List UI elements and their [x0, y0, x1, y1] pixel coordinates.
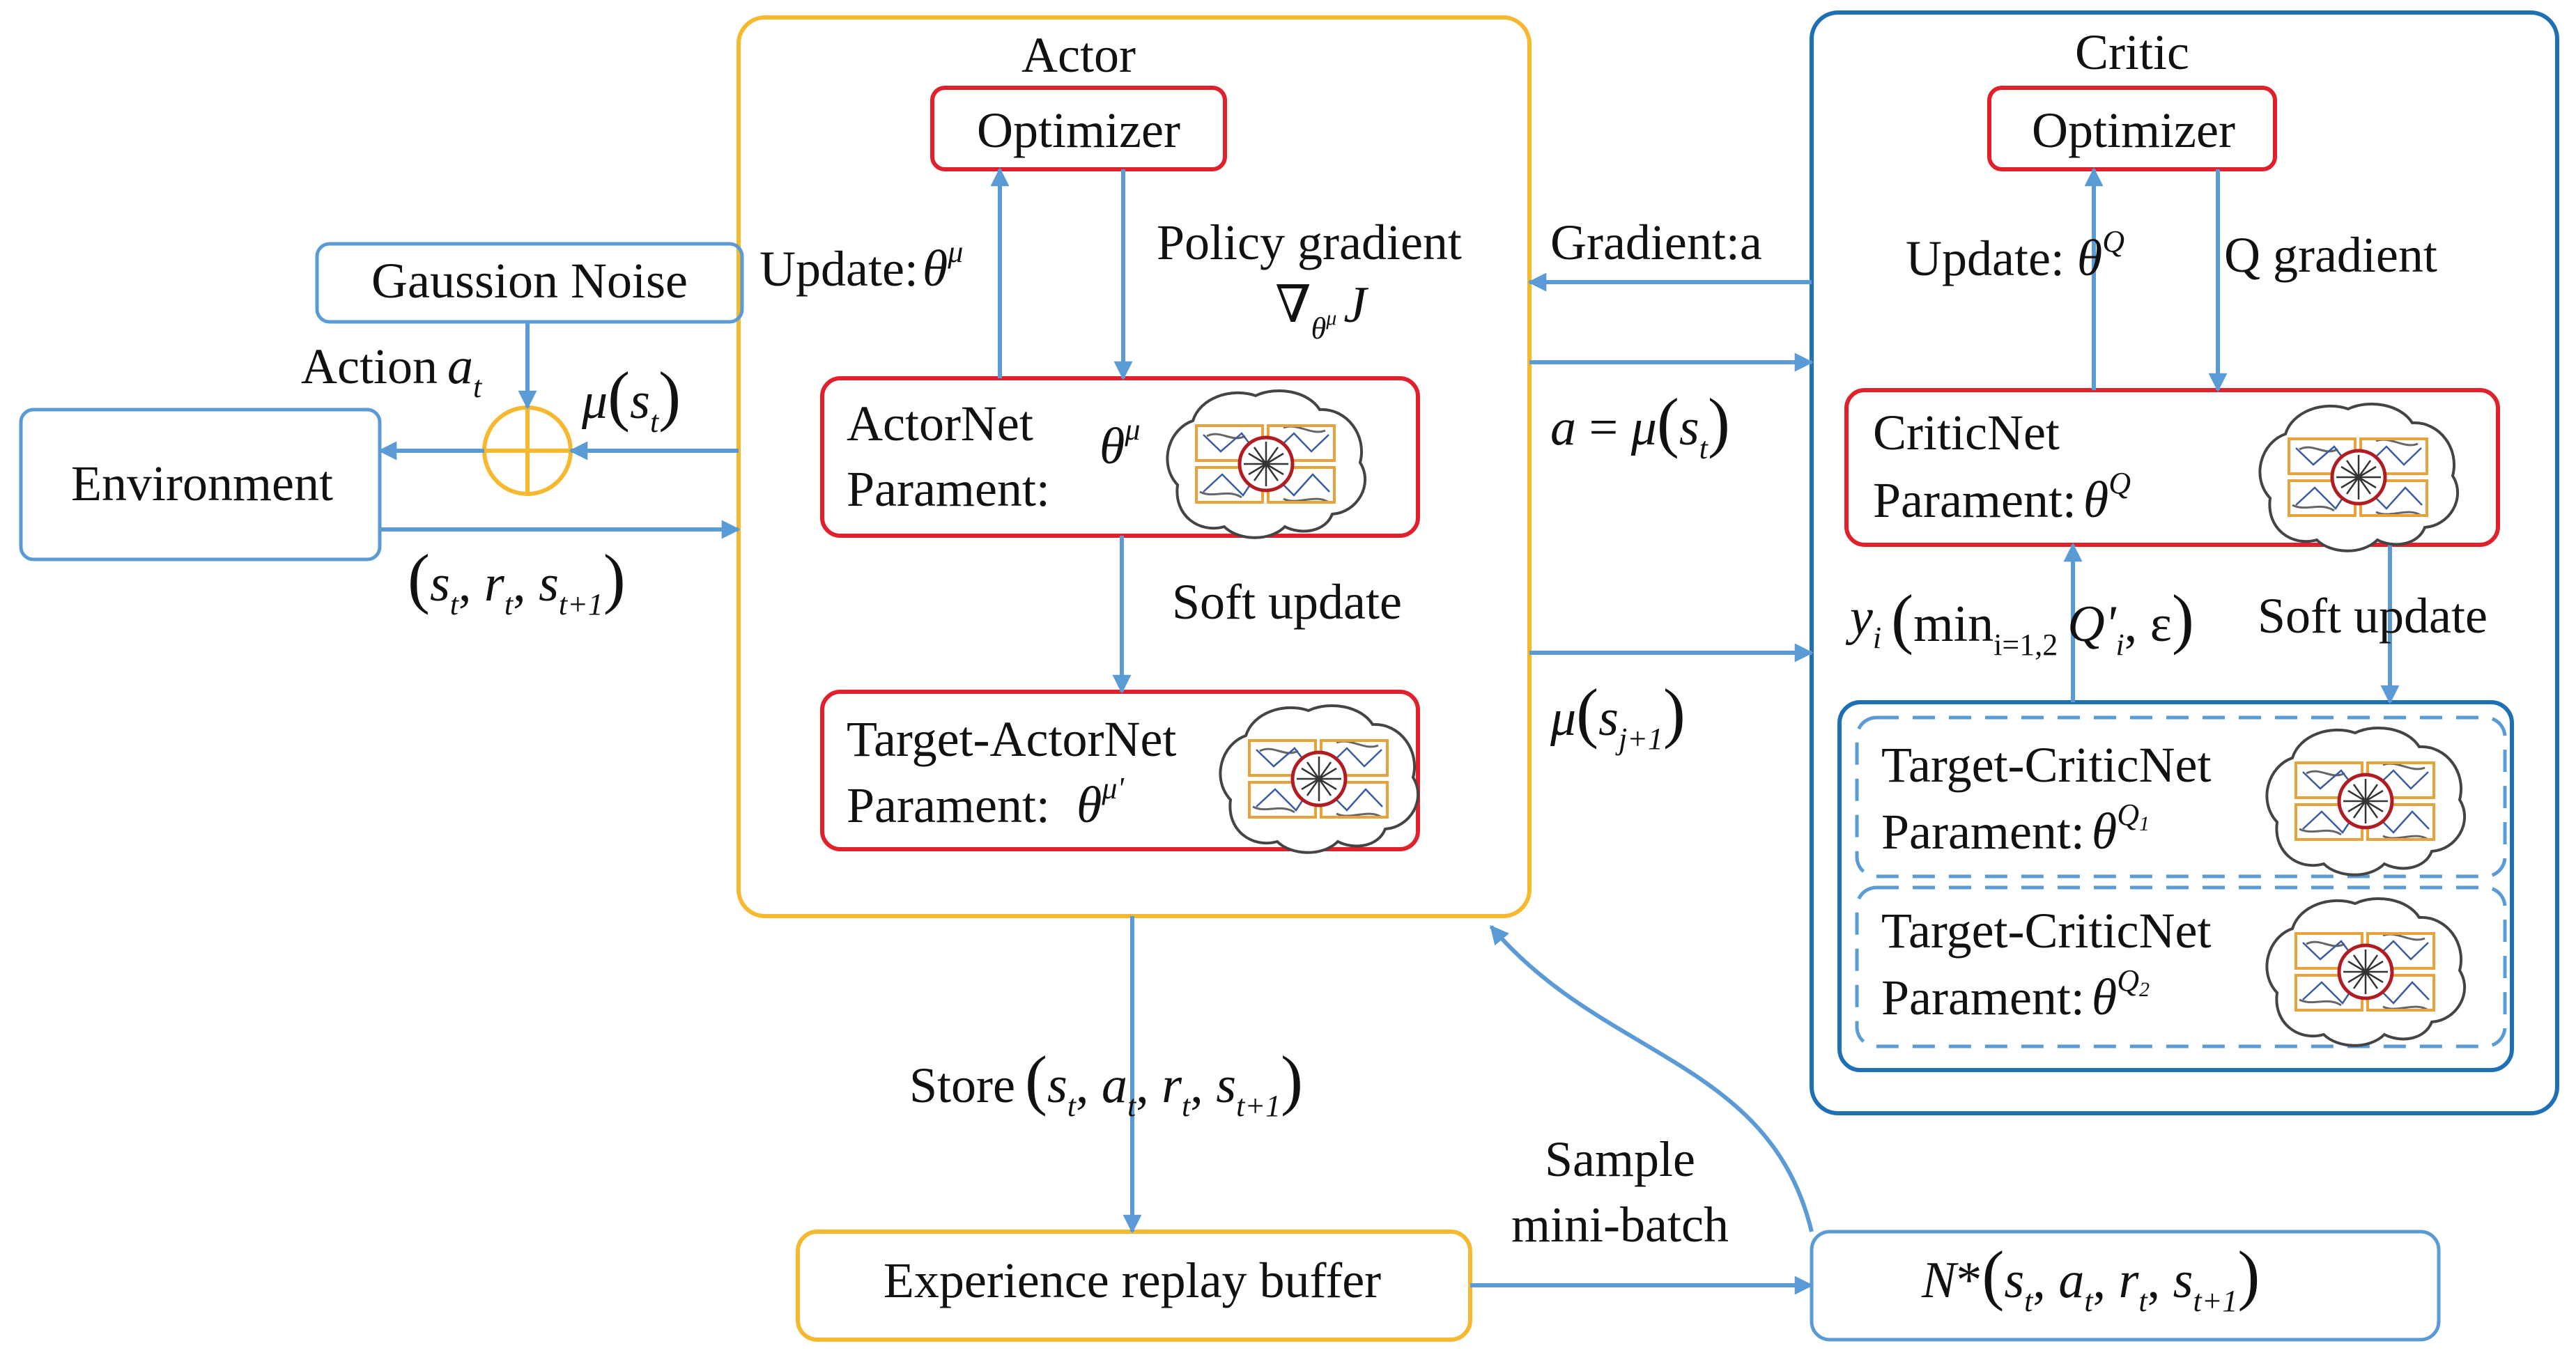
target-criticnet-1-param-text: Parament:: [1881, 804, 2085, 860]
mu-next-state-label: μ(sj+1): [1550, 675, 1686, 756]
criticnet-box: [1844, 388, 2500, 547]
replay-buffer-label: Experience replay buffer: [884, 1253, 1381, 1308]
actor-title: Actor: [1021, 27, 1136, 83]
target-actornet-param: Parament:: [847, 777, 1050, 833]
target-actornet-name: Target-ActorNet: [847, 711, 1176, 767]
critic-update-label: Update:θQ: [1906, 224, 2124, 287]
target-criticnet-2-name: Target-CriticNet: [1881, 903, 2211, 959]
store-text: Store: [909, 1058, 1015, 1113]
target-actornet-symbol: θμ': [1077, 771, 1125, 834]
gradient-a-label: Gradient:a: [1550, 215, 1762, 270]
criticnet-param-text: Parament:: [1873, 472, 2076, 528]
critic-group-box: [1810, 10, 2559, 1115]
action-text: Action: [301, 339, 438, 394]
criticnet-symbol: θQ: [2083, 466, 2131, 529]
minibatch-to-actor-arrow: [1489, 924, 1814, 1232]
critic-update-symbol: θQ: [2077, 224, 2124, 287]
action-symbol: at: [447, 338, 483, 404]
target-criticnet-1-param: Parament:θQ1: [1881, 798, 2150, 860]
environment-box: [19, 408, 382, 561]
sample-label: Sample: [1545, 1131, 1695, 1187]
actor-update-symbol: θμ: [923, 235, 963, 297]
target-critics-box: [1837, 700, 2514, 1072]
mu-st-label: μ(st): [581, 358, 681, 439]
criticnet-brain-icon: [2260, 404, 2458, 551]
actor-update-label: Update:θμ: [759, 235, 963, 297]
target-criticnet-2-brain-icon: [2267, 899, 2465, 1046]
actor-soft-update-label: Soft update: [1172, 574, 1402, 630]
mini-batch-label: mini-batch: [1511, 1197, 1729, 1253]
criticnet-name: CriticNet: [1873, 405, 2060, 460]
store-label: Store(st, at, rt, st+1): [909, 1042, 1303, 1123]
environment-label: Environment: [71, 456, 333, 511]
critic-update-text: Update:: [1906, 231, 2065, 286]
target-criticnet-1-name: Target-CriticNet: [1881, 737, 2211, 793]
critic-optimizer-label: Optimizer: [2032, 102, 2235, 158]
target-criticnet-1-box: [1855, 715, 2507, 878]
criticnet-param: Parament:θQ: [1873, 466, 2131, 529]
store-tuple: (st, at, rt, st+1): [1025, 1042, 1303, 1123]
policy-gradient-label: Policy gradient: [1157, 215, 1462, 270]
actor-optimizer-label: Optimizer: [977, 102, 1180, 158]
target-actornet-brain-icon: [1220, 706, 1418, 853]
critic-title: Critic: [2075, 24, 2189, 80]
actornet-name: ActorNet: [847, 396, 1033, 451]
actor-optimizer-box: [930, 86, 1227, 171]
critic-optimizer-box: [1987, 86, 2277, 171]
target-criticnet-2-param: Parament:θQ2: [1881, 963, 2150, 1026]
gaussian-noise-label: Gaussion Noise: [371, 253, 688, 309]
minibatch-tuple-label: N*(st, at, rt, st+1): [1921, 1237, 2260, 1318]
target-criticnet-2-param-text: Parament:: [1881, 970, 2085, 1025]
q-gradient-label: Q gradient: [2224, 227, 2437, 283]
actornet-param: Parament:: [847, 461, 1050, 517]
target-criticnet-1-symbol: θQ1: [2092, 798, 2150, 860]
actor-update-text: Update:: [759, 241, 918, 297]
critic-soft-update-label: Soft update: [2258, 588, 2488, 644]
summation-circle-icon: [482, 405, 573, 496]
actornet-symbol: θμ: [1100, 412, 1140, 475]
action-mu-label: a = μ(st): [1550, 385, 1730, 465]
target-criticnet-2-box: [1855, 885, 2507, 1048]
transition-tuple-label: (st, rt, st+1): [408, 541, 626, 621]
actornet-brain-icon: [1167, 391, 1365, 538]
target-criticnet-1-brain-icon: [2267, 728, 2465, 875]
target-criticnet-2-symbol: θQ2: [2092, 963, 2150, 1026]
